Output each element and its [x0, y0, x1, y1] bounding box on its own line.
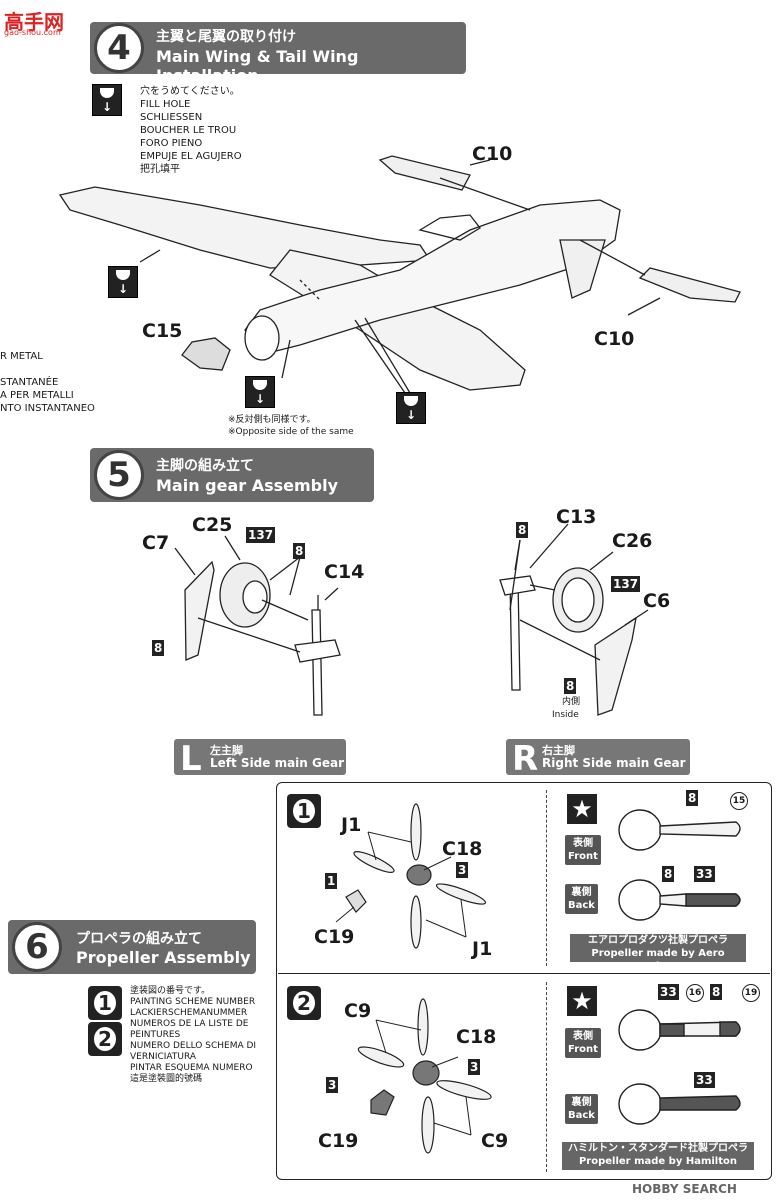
chip-3-p2-right: 3	[468, 1059, 481, 1075]
opposite-side-note: ※反対側も同様です。 ※Opposite side of the same	[228, 415, 354, 437]
fill-hole-icon-wing-left: ↓	[108, 266, 138, 298]
wing-assembly-drawing	[58, 155, 741, 394]
chip-33-back-p2: 33	[694, 1072, 715, 1088]
panel2-scheme-number: 2	[287, 986, 321, 1020]
right-gear-banner: R 右主脚 Right Side main Gear	[506, 739, 690, 779]
circle-15-front-p1: 15	[730, 792, 748, 810]
side-fragment-4: NTO INSTANTANEO	[0, 403, 95, 414]
chip-8-right-bottom: 8	[564, 678, 577, 694]
chip-8-front-p1: 8	[686, 790, 699, 806]
propeller-hamilton-drawing	[357, 998, 492, 1154]
step6-number: 6	[12, 922, 62, 972]
propeller-aero-drawing	[335, 803, 487, 949]
left-gear-banner: L 左主脚 Left Side main Gear	[174, 739, 346, 779]
step4-banner: 4 主翼と尾翼の取り付け Main Wing & Tail Wing Insta…	[90, 22, 466, 85]
step6-banner: 6 プロペラの組み立て Propeller Assembly	[8, 920, 256, 974]
circle-16-front-p2: 16	[686, 984, 704, 1002]
label-c19-p2: C19	[318, 1130, 359, 1152]
chip-33-back-p1: 33	[694, 866, 715, 882]
panel2-dashed-divider	[546, 982, 547, 1172]
label-c10-bottom: C10	[594, 328, 635, 350]
chip-8-front-p2: 8	[710, 984, 723, 1000]
label-c26: C26	[612, 530, 653, 552]
chip-137-right: 137	[611, 576, 641, 592]
chip-8-left-bottom: 8	[152, 640, 165, 656]
star-icon-p2: ★	[567, 986, 597, 1016]
chip-137-left: 137	[246, 527, 276, 543]
chip-3-p1: 3	[456, 862, 469, 878]
scheme-legend-text: 塗装図の番号です。 PAINTING SCHEME NUMBER LACKIER…	[130, 986, 257, 1084]
fill-hole-legend: 穴をうめてください。 FILL HOLE SCHLIESSEN BOUCHER …	[140, 86, 242, 175]
step4-title-en: Main Wing & Tail Wing Installation	[156, 47, 359, 85]
label-c6: C6	[643, 590, 671, 612]
side-fragment-1: R METAL	[0, 351, 43, 362]
side-fragment-2: STANTANÉE	[0, 377, 59, 388]
step5-banner: 5 主脚の組み立て Main gear Assembly	[90, 448, 374, 502]
blade-detail-hamilton	[618, 1009, 741, 1125]
label-c15: C15	[142, 320, 183, 342]
chip-1-p1: 1	[325, 873, 338, 889]
blade-detail-aero	[618, 809, 741, 921]
step4-number: 4	[94, 23, 144, 73]
chip-3-p2-left: 3	[326, 1077, 339, 1093]
step6-title-en: Propeller Assembly	[76, 948, 251, 967]
step4-title-jp: 主翼と尾翼の取り付け	[156, 29, 296, 45]
fill-hole-icon: ↓	[92, 84, 122, 116]
inside-label-jp: 内側	[562, 697, 581, 707]
step5-title-en: Main gear Assembly	[156, 476, 339, 495]
hobby-search-watermark: HOBBY SEARCH	[632, 1182, 737, 1196]
label-c9-top: C9	[344, 1000, 372, 1022]
label-j1-top: J1	[341, 814, 362, 836]
caption-aero-products: エアロプロダクツ社製プロペラ Propeller made by Aero Pr…	[570, 934, 746, 972]
chip-8-right-top: 8	[516, 522, 529, 538]
caption-hamilton-standard: ハミルトン・スタンダード社製プロペラ Propeller made by Ham…	[562, 1142, 754, 1180]
label-c18-p1: C18	[442, 838, 483, 860]
legend-scheme-1: 1	[88, 986, 122, 1020]
label-c13: C13	[556, 506, 597, 528]
watermark-url: gao-shou.com	[4, 28, 61, 37]
chip-33-front-p2: 33	[658, 984, 679, 1000]
inside-label-en: Inside	[552, 710, 579, 720]
label-c7: C7	[142, 532, 170, 554]
main-gear-drawing	[174, 523, 649, 716]
fill-hole-icon-wing-center: ↓	[245, 376, 275, 408]
circle-19-front-p2: 19	[742, 984, 760, 1002]
step5-number: 5	[94, 450, 144, 500]
label-c9-bottom: C9	[481, 1130, 509, 1152]
star-icon-p1: ★	[567, 794, 597, 824]
chip-8-left-top: 8	[293, 543, 306, 559]
watermark-logo: 高手网	[4, 10, 64, 34]
chip-8-back-p1: 8	[662, 866, 675, 882]
label-c10-top: C10	[472, 143, 513, 165]
label-c14: C14	[324, 561, 365, 583]
label-j1-bottom: J1	[472, 938, 493, 960]
label-c19-p1: C19	[314, 926, 355, 948]
panel-divider	[278, 973, 770, 974]
label-c18-p2: C18	[456, 1026, 497, 1048]
side-fragment-3: A PER METALLI	[0, 390, 74, 401]
label-c25: C25	[192, 514, 233, 536]
propeller-panel-frame	[276, 782, 772, 1180]
step5-title-jp: 主脚の組み立て	[156, 458, 254, 474]
step6-title-jp: プロペラの組み立て	[76, 931, 202, 947]
panel1-dashed-divider	[546, 790, 547, 966]
panel1-scheme-number: 1	[287, 794, 321, 828]
fill-hole-icon-wing-right: ↓	[396, 392, 426, 424]
legend-scheme-2: 2	[88, 1022, 122, 1056]
